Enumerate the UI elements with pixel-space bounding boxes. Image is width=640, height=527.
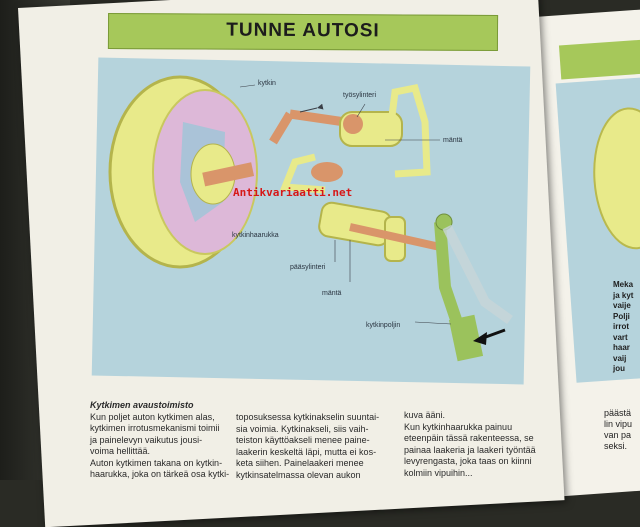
- text-line: van pa: [604, 430, 632, 440]
- text-line: ja painelevyn vaikutus jousi-: [90, 434, 203, 445]
- text-line: painaa laakeria ja laakeri työntää: [404, 444, 536, 455]
- upper-pushrod: [289, 109, 346, 127]
- master-cylinder: [318, 201, 392, 247]
- right-page-caption: Meka ja kyt vaije Polji irrot vart haar …: [613, 280, 633, 375]
- title-banner: TUNNE AUTOSI: [107, 12, 499, 52]
- text-line: voima hellittää.: [90, 446, 151, 456]
- release-fork: [202, 162, 255, 187]
- fluid-reservoir: [311, 162, 343, 182]
- right-housing-drawing: [593, 107, 640, 250]
- text-line: Auton kytkimen takana on kytkin-: [90, 457, 223, 468]
- text-line: laakerin keskeltä läpi, mutta ei kos-: [236, 446, 377, 457]
- caption-line: jou: [613, 364, 625, 373]
- text-line: eteenpäin tässä rakenteessa, se: [404, 433, 534, 443]
- text-line: sia voimia. Kytkinakseli, siis vaih-: [236, 423, 369, 434]
- caption-line: irrot: [613, 322, 629, 331]
- label-paasylinteri: pääsylinteri: [290, 264, 326, 271]
- caption-line: Meka: [613, 280, 634, 289]
- text-line: Kun kytkinhaarukka painuu: [404, 421, 513, 432]
- caption-line: ja kyt: [613, 290, 634, 300]
- text-line: kuva ääni.: [404, 410, 446, 420]
- text-line: kolmiin vipuihin...: [404, 467, 473, 478]
- text-line: teiston käyttöakseli menee paine-: [236, 435, 370, 445]
- text-line: Kun poljet auton kytkimen alas,: [90, 411, 215, 422]
- caption-line: vaije: [613, 301, 631, 310]
- master-pushrod: [349, 223, 441, 251]
- text-line: haarukka, joka on tärkeä osa kytki-: [90, 469, 230, 479]
- label-kytkin: kytkin: [258, 80, 276, 87]
- text-line: kytkinsatelmassa olevan aukon: [236, 469, 361, 480]
- text-line: levyrengasta, joka taas on kiinni: [404, 456, 532, 466]
- text-line: keta siihen. Painelaakeri menee: [236, 458, 364, 468]
- caption-line: vart: [613, 332, 628, 342]
- text-column-3: kuva ääni. Kun kytkinhaarukka painuu ete…: [404, 410, 554, 479]
- text-column-1: Kytkimen avaustoimisto Kun poljet auton …: [90, 400, 230, 481]
- label-tyosylinteri: työsylinteri: [343, 92, 377, 99]
- banner-title: TUNNE AUTOSI: [226, 19, 380, 42]
- label-manta-bottom: mäntä: [322, 290, 342, 297]
- caption-line: haar: [613, 343, 630, 352]
- text-line: päästä: [604, 408, 632, 418]
- text-line: kytkimen irrotusmekanismi toimii: [90, 423, 220, 433]
- text-line: seksi.: [604, 441, 628, 451]
- label-manta-top: mäntä: [443, 137, 463, 144]
- label-kytkinpoljin: kytkinpoljin: [366, 322, 401, 329]
- label-kytkinhaarukka: kytkinhaarukka: [232, 232, 279, 239]
- text-line: lin vipu: [604, 419, 633, 429]
- right-page-banner: [558, 38, 640, 80]
- column-heading: Kytkimen avaustoimisto: [90, 400, 194, 410]
- hydraulic-line-upper: [387, 83, 431, 178]
- right-page-diagram: [555, 77, 640, 383]
- caption-line: vaij: [613, 353, 627, 363]
- caption-line: Polji: [613, 311, 630, 321]
- text-line: toposuksessa kytkinakselin suuntai-: [236, 412, 380, 422]
- text-column-2: toposuksessa kytkinakselin suuntai- sia …: [236, 412, 396, 481]
- hydraulic-line-lower: [279, 153, 326, 194]
- watermark: Antikvariaatti.net: [233, 186, 353, 199]
- clutch-diagram-drawing: [108, 75, 513, 362]
- right-page-text: päästä lin vipu van pa seksi.: [604, 408, 632, 452]
